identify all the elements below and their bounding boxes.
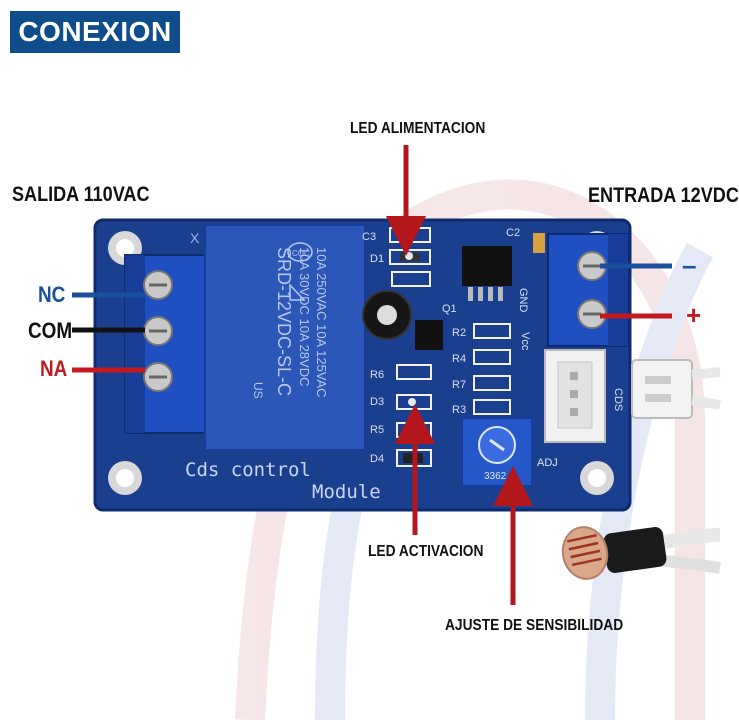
ref-vcc: Vcc xyxy=(519,332,531,351)
label-sensitivity: AJUSTE DE SENSIBILIDAD xyxy=(445,617,624,634)
label-nc: NC xyxy=(38,282,66,307)
silk-cds-line1: Cds control xyxy=(185,459,311,481)
cqc-logo-icon: CQC xyxy=(287,242,313,262)
output-terminal-block xyxy=(124,254,211,434)
sensitivity-potentiometer: 3362 xyxy=(461,417,533,487)
ref-r6: R6 xyxy=(370,369,384,381)
screw-icon xyxy=(143,316,173,346)
mounting-hole-icon xyxy=(108,461,142,495)
relay: 10A 250VAC 10A 125VAC 10A 30VDC 10A 28VD… xyxy=(204,224,366,451)
ref-c3: C3 xyxy=(362,231,376,243)
pot-code: 3362 xyxy=(484,471,507,482)
ref-r5: R5 xyxy=(370,424,384,436)
relay-logo-text: CQC xyxy=(292,249,310,258)
screw-icon xyxy=(143,270,173,300)
ref-r4: R4 xyxy=(452,353,466,365)
label-led-power: LED ALIMENTACION xyxy=(350,120,486,137)
ref-cds: CDS xyxy=(612,388,624,411)
label-input: ENTRADA 12VDC xyxy=(588,184,739,207)
photoresistor-sensor xyxy=(561,526,721,580)
silk-cds-line2: Module xyxy=(312,481,381,503)
mounting-hole-icon xyxy=(580,461,614,495)
label-com: COM xyxy=(28,318,73,343)
connection-diagram: 10A 250VAC 10A 125VAC 10A 30VDC 10A 28VD… xyxy=(72,145,721,720)
ref-q1: Q1 xyxy=(442,303,457,315)
screw-icon xyxy=(143,362,173,392)
label-led-activation: LED ACTIVACION xyxy=(368,543,484,560)
ref-r7: R7 xyxy=(452,379,466,391)
ref-c2: C2 xyxy=(506,227,520,239)
input-terminal-block xyxy=(547,233,629,347)
capacitor xyxy=(362,290,412,340)
title-banner: CONEXION xyxy=(10,11,180,53)
relay-text-line: 10A 30VDC 10A 28VDC xyxy=(297,247,312,386)
ref-d1: D1 xyxy=(370,253,384,265)
label-na: NA xyxy=(40,356,68,381)
silk-x: X xyxy=(190,230,200,246)
ref-r2: R2 xyxy=(452,327,466,339)
ref-d4: D4 xyxy=(370,453,384,465)
sensor-plug xyxy=(631,359,721,419)
relay-text-line: SRD-12VDC-SL-C xyxy=(274,247,294,396)
warning-triangle-icon xyxy=(289,283,306,301)
relay-mark: US xyxy=(251,382,265,399)
relay-text-line: 10A 250VAC 10A 125VAC xyxy=(314,247,329,398)
page-title: CONEXION xyxy=(18,16,172,47)
plus-sign: + xyxy=(686,300,701,330)
minus-sign: – xyxy=(682,250,696,280)
power-led xyxy=(405,252,413,260)
sensor-connector xyxy=(544,349,606,443)
ref-gnd: GND xyxy=(517,288,529,313)
ref-r3: R3 xyxy=(452,404,466,416)
label-output: SALIDA 110VAC xyxy=(12,183,150,206)
ic-chip xyxy=(462,246,512,301)
ref-adj: ADJ xyxy=(537,457,558,469)
ref-d3: D3 xyxy=(370,396,384,408)
activation-led xyxy=(408,398,416,406)
